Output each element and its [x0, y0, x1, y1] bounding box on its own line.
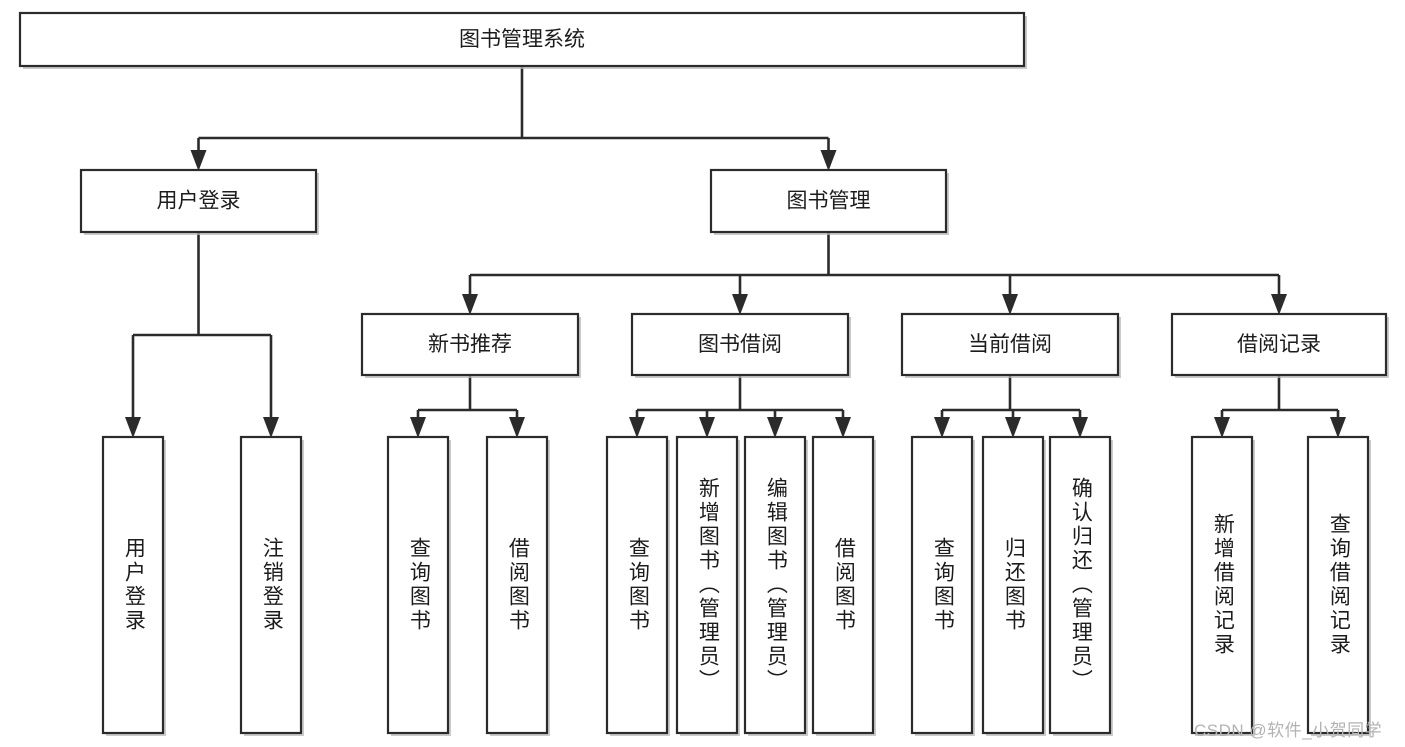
arrow-head-borrow-record — [1271, 294, 1287, 315]
node-label-book-borrow: 图书借阅 — [698, 333, 782, 356]
node-box-book-manage[interactable] — [709, 168, 948, 234]
arrow-head-leaf-add-book — [699, 417, 715, 438]
node-box-book-borrow[interactable] — [630, 312, 850, 377]
node-box-leaf-return-book[interactable] — [981, 435, 1045, 735]
arrow-head-leaf-query-book-borrow — [629, 417, 645, 438]
node-box-leaf-query-book-rec[interactable] — [386, 435, 450, 735]
node-box-new-book-rec[interactable] — [360, 312, 580, 377]
node-box-leaf-user-login[interactable] — [101, 435, 165, 735]
node-label-book-manage: 图书管理 — [787, 190, 871, 213]
node-box-leaf-query-book-borrow[interactable] — [605, 435, 669, 735]
arrow-head-leaf-borrow-book-rec — [509, 417, 525, 438]
node-box-borrow-record[interactable] — [1170, 312, 1388, 377]
arrow-head-leaf-query-book-rec — [410, 417, 426, 438]
node-box-layer — [18, 11, 1389, 736]
arrow-head-leaf-query-book-cur — [934, 417, 950, 438]
arrow-head-leaf-borrow-book — [835, 417, 851, 438]
arrow-head-leaf-add-record — [1214, 417, 1230, 438]
node-box-root[interactable] — [18, 11, 1026, 68]
node-label-borrow-record: 借阅记录 — [1237, 333, 1321, 356]
arrow-head-leaf-return-book — [1005, 417, 1021, 438]
connector-layer — [125, 66, 1346, 438]
arrow-head-leaf-confirm-return — [1072, 417, 1088, 438]
node-box-leaf-logout[interactable] — [239, 435, 303, 735]
csdn-watermark: CSDN @软件_小贺同学 — [1194, 721, 1383, 740]
arrow-head-leaf-user-login — [125, 417, 141, 438]
node-box-leaf-borrow-book-rec[interactable] — [485, 435, 549, 735]
node-box-leaf-query-book-cur[interactable] — [910, 435, 974, 735]
node-box-current-borrow[interactable] — [900, 312, 1120, 377]
arrow-head-current-borrow — [1002, 294, 1018, 315]
arrow-head-leaf-edit-book — [767, 417, 783, 438]
arrow-head-book-borrow — [732, 294, 748, 315]
arrow-head-user-login — [190, 150, 207, 171]
arrow-head-leaf-logout — [263, 417, 279, 438]
arrow-head-new-book-rec — [462, 294, 478, 315]
node-label-new-book-rec: 新书推荐 — [428, 333, 512, 356]
node-box-leaf-confirm-return[interactable] — [1048, 435, 1112, 735]
node-label-root: 图书管理系统 — [459, 28, 585, 51]
arrow-head-book-manage — [820, 150, 837, 171]
node-box-user-login[interactable] — [79, 168, 318, 234]
arrow-head-leaf-query-record — [1330, 417, 1346, 438]
node-box-leaf-add-record[interactable] — [1190, 435, 1254, 735]
node-box-leaf-borrow-book[interactable] — [811, 435, 875, 735]
node-box-leaf-query-record[interactable] — [1306, 435, 1370, 735]
node-label-user-login: 用户登录 — [157, 190, 241, 213]
node-box-leaf-add-book[interactable] — [675, 435, 739, 735]
node-label-current-borrow: 当前借阅 — [968, 333, 1052, 356]
node-box-leaf-edit-book[interactable] — [743, 435, 807, 735]
